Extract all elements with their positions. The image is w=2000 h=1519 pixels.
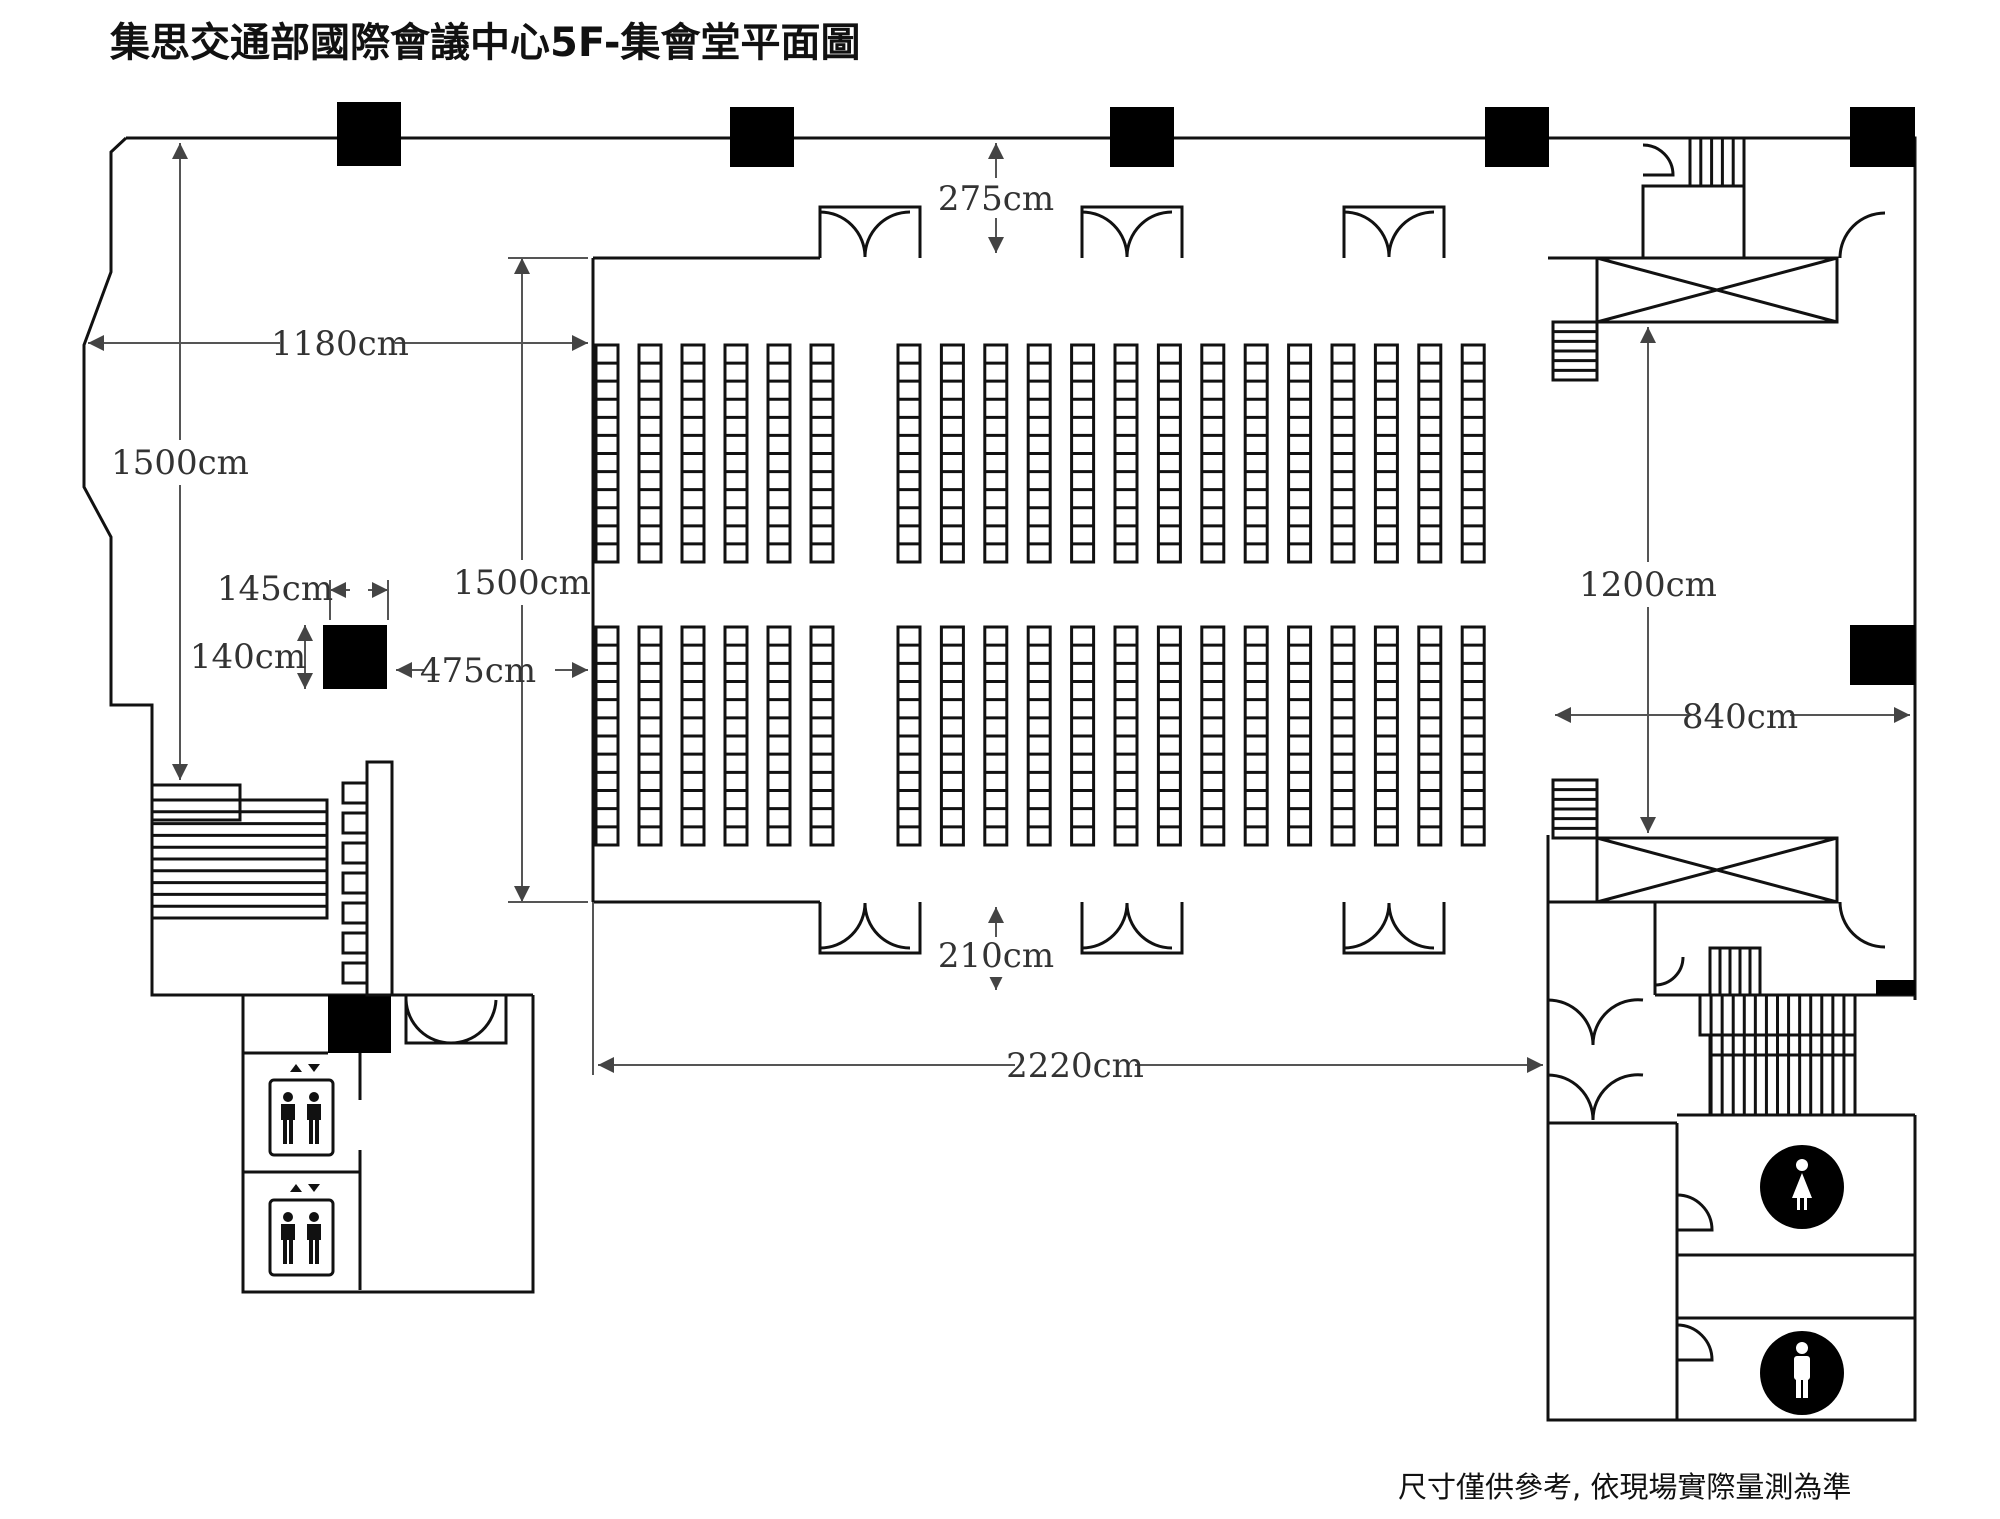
disclaimer-note: 尺寸僅供參考, 依現場實際量測為準 xyxy=(1398,1470,1852,1504)
seat-row xyxy=(594,343,620,564)
seat-row xyxy=(896,343,922,564)
dimension-labels: 275cm 1180cm 1500cm 1500cm 145cm 140cm 4… xyxy=(111,178,1798,1087)
seat-row xyxy=(1460,343,1486,564)
seat-row xyxy=(896,625,922,847)
seat-row xyxy=(1373,343,1399,564)
seat-row xyxy=(1026,625,1052,847)
seat-row xyxy=(1460,625,1486,847)
seat-row xyxy=(1417,343,1443,564)
seat-row xyxy=(1070,343,1096,564)
dim-column-depth: 140cm xyxy=(190,637,306,677)
seat-row xyxy=(594,625,620,847)
seat-row xyxy=(983,343,1009,564)
dim-stage-depth: 840cm xyxy=(1682,697,1798,737)
dim-seating-length: 2220cm xyxy=(1006,1046,1144,1086)
seat-row xyxy=(637,625,663,847)
seat-row xyxy=(983,625,1009,847)
doors-top xyxy=(818,205,1446,258)
seat-row xyxy=(1113,625,1139,847)
structural-columns xyxy=(323,102,1915,1053)
dim-column-to-seating: 475cm xyxy=(420,651,536,691)
dim-hall-front-depth: 1180cm xyxy=(271,324,409,364)
elevator-icon xyxy=(268,1184,335,1277)
seat-row xyxy=(1156,343,1182,564)
dim-stage-width: 1200cm xyxy=(1579,565,1717,605)
seat-row xyxy=(1287,625,1313,847)
seat-row xyxy=(939,625,965,847)
seat-row xyxy=(1330,343,1356,564)
doors-bottom xyxy=(404,902,1446,1045)
side-tables xyxy=(341,760,394,997)
seat-row xyxy=(1070,625,1096,847)
seat-row xyxy=(766,625,792,847)
seat-row xyxy=(1417,625,1443,847)
seat-row xyxy=(723,625,749,847)
seating-blocks xyxy=(594,343,1486,847)
dim-bottom-aisle: 210cm xyxy=(938,936,1054,976)
elevator-icon xyxy=(268,1064,335,1157)
seat-row xyxy=(766,343,792,564)
seat-row xyxy=(1287,343,1313,564)
seat-row xyxy=(1113,343,1139,564)
dim-column-width: 145cm xyxy=(217,569,333,609)
male-restroom-icon xyxy=(1760,1331,1844,1415)
seat-row xyxy=(680,625,706,847)
seat-row xyxy=(1026,343,1052,564)
seat-row xyxy=(680,343,706,564)
seat-row xyxy=(723,343,749,564)
seat-row xyxy=(1330,625,1356,847)
seat-row xyxy=(637,343,663,564)
page-title: 集思交通部國際會議中心5F-集會堂平面圖 xyxy=(110,20,861,66)
dim-seating-width: 1500cm xyxy=(453,563,591,603)
dim-hall-front-width: 1500cm xyxy=(111,443,249,483)
seat-row xyxy=(1373,625,1399,847)
seat-row xyxy=(1243,625,1269,847)
seat-row xyxy=(1243,343,1269,564)
seat-row xyxy=(1156,625,1182,847)
seat-row xyxy=(1200,343,1226,564)
seat-row xyxy=(809,625,835,847)
elevator-lobby xyxy=(243,1051,362,1290)
seat-row xyxy=(939,343,965,564)
doors-right xyxy=(1547,143,1886,1362)
seat-row xyxy=(809,343,835,564)
dim-top-aisle: 275cm xyxy=(938,179,1054,219)
seat-row xyxy=(1200,625,1226,847)
female-restroom-icon xyxy=(1760,1145,1844,1229)
stairs xyxy=(150,136,1857,1117)
